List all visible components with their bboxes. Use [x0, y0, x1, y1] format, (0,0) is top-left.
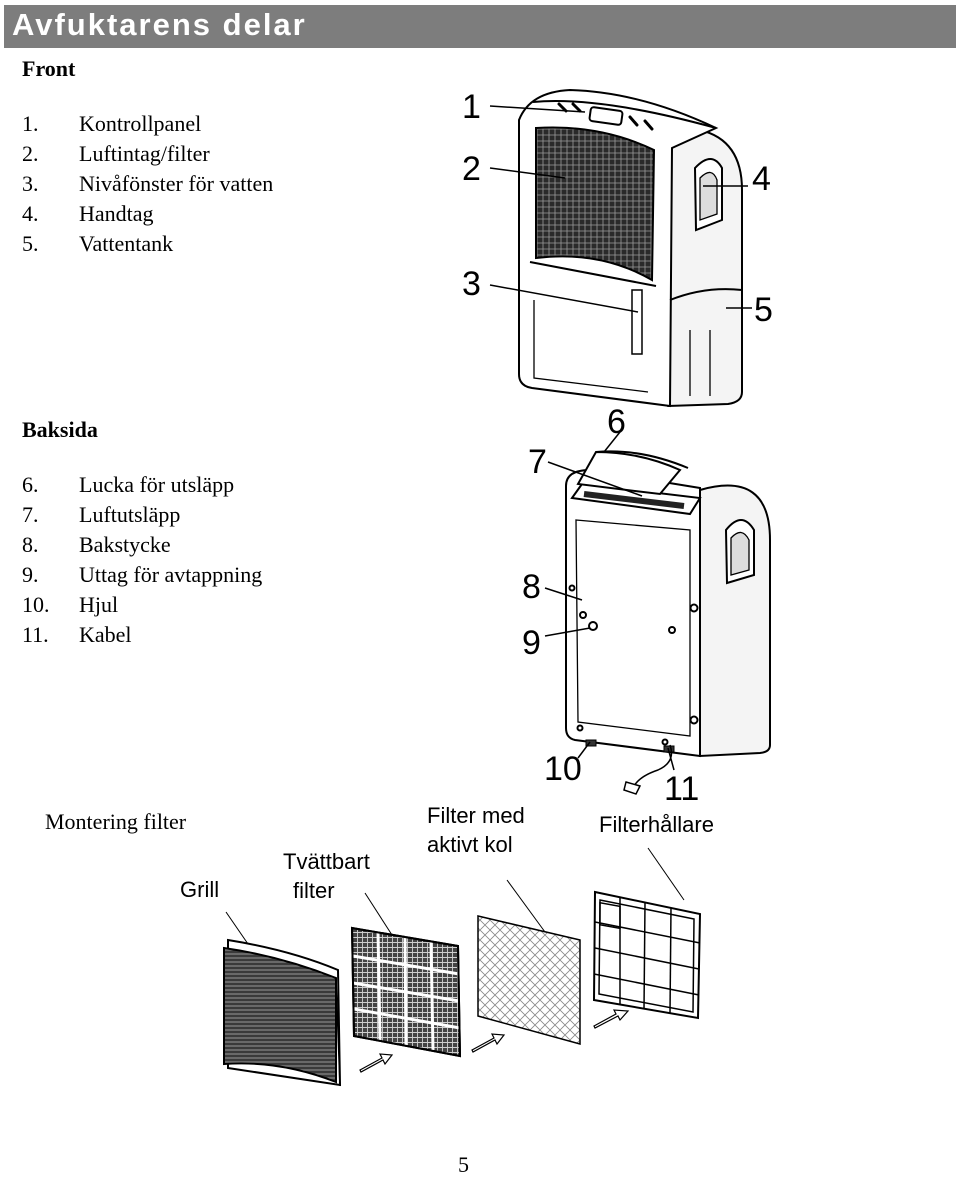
callout-3: 3: [462, 265, 481, 303]
page-title: Avfuktarens delar: [12, 7, 307, 42]
dehumidifier-back-illustration: [565, 450, 771, 795]
filter-holder-illustration: [592, 890, 702, 1020]
washable-filter-label-line2: filter: [293, 878, 335, 903]
callout-7: 7: [528, 443, 547, 481]
callout-2: 2: [462, 150, 481, 188]
grill-pointer: [225, 911, 249, 945]
arrow-icon: [471, 1033, 506, 1053]
callout-11: 11: [664, 770, 699, 808]
back-callout-numbers: 6 7 8 9 10 11: [522, 403, 699, 808]
callout-9: 9: [522, 624, 541, 662]
carbon-filter-pointer: [506, 879, 546, 933]
callout-10: 10: [544, 750, 582, 788]
filter-holder-pointer: [647, 847, 685, 901]
front-callout-lines: [489, 105, 752, 313]
title-bar: Avfuktarens delar: [4, 5, 956, 48]
arrow-icon: [593, 1009, 630, 1029]
dehumidifier-front-illustration: [518, 88, 743, 408]
carbon-filter-label-line1: Filter med: [427, 803, 525, 828]
washable-filter-illustration: [350, 926, 462, 1058]
back-heading: Baksida: [22, 417, 98, 442]
front-heading: Front: [22, 56, 76, 81]
arrow-icon: [359, 1053, 394, 1073]
insert-arrows: [359, 1009, 630, 1073]
back-callout-lines: [544, 431, 675, 771]
grill-label: Grill: [180, 877, 220, 902]
filter-holder-label: Filterhållare: [599, 812, 714, 837]
filter-heading: Montering filter: [45, 809, 187, 834]
callout-5: 5: [754, 291, 773, 329]
carbon-filter-label-line2: aktivt kol: [427, 832, 513, 857]
washable-filter-label-line1: Tvättbart: [283, 849, 370, 874]
page-number: 5: [458, 1152, 469, 1177]
callout-6: 6: [607, 403, 626, 441]
grill-illustration: [223, 938, 342, 1087]
front-callout-numbers: 1 2 3 4 5: [462, 88, 773, 329]
callout-4: 4: [752, 160, 771, 198]
callout-8: 8: [522, 568, 541, 606]
callout-1: 1: [462, 88, 481, 126]
carbon-filter-illustration: [477, 915, 581, 1045]
washable-filter-pointer: [364, 892, 393, 936]
